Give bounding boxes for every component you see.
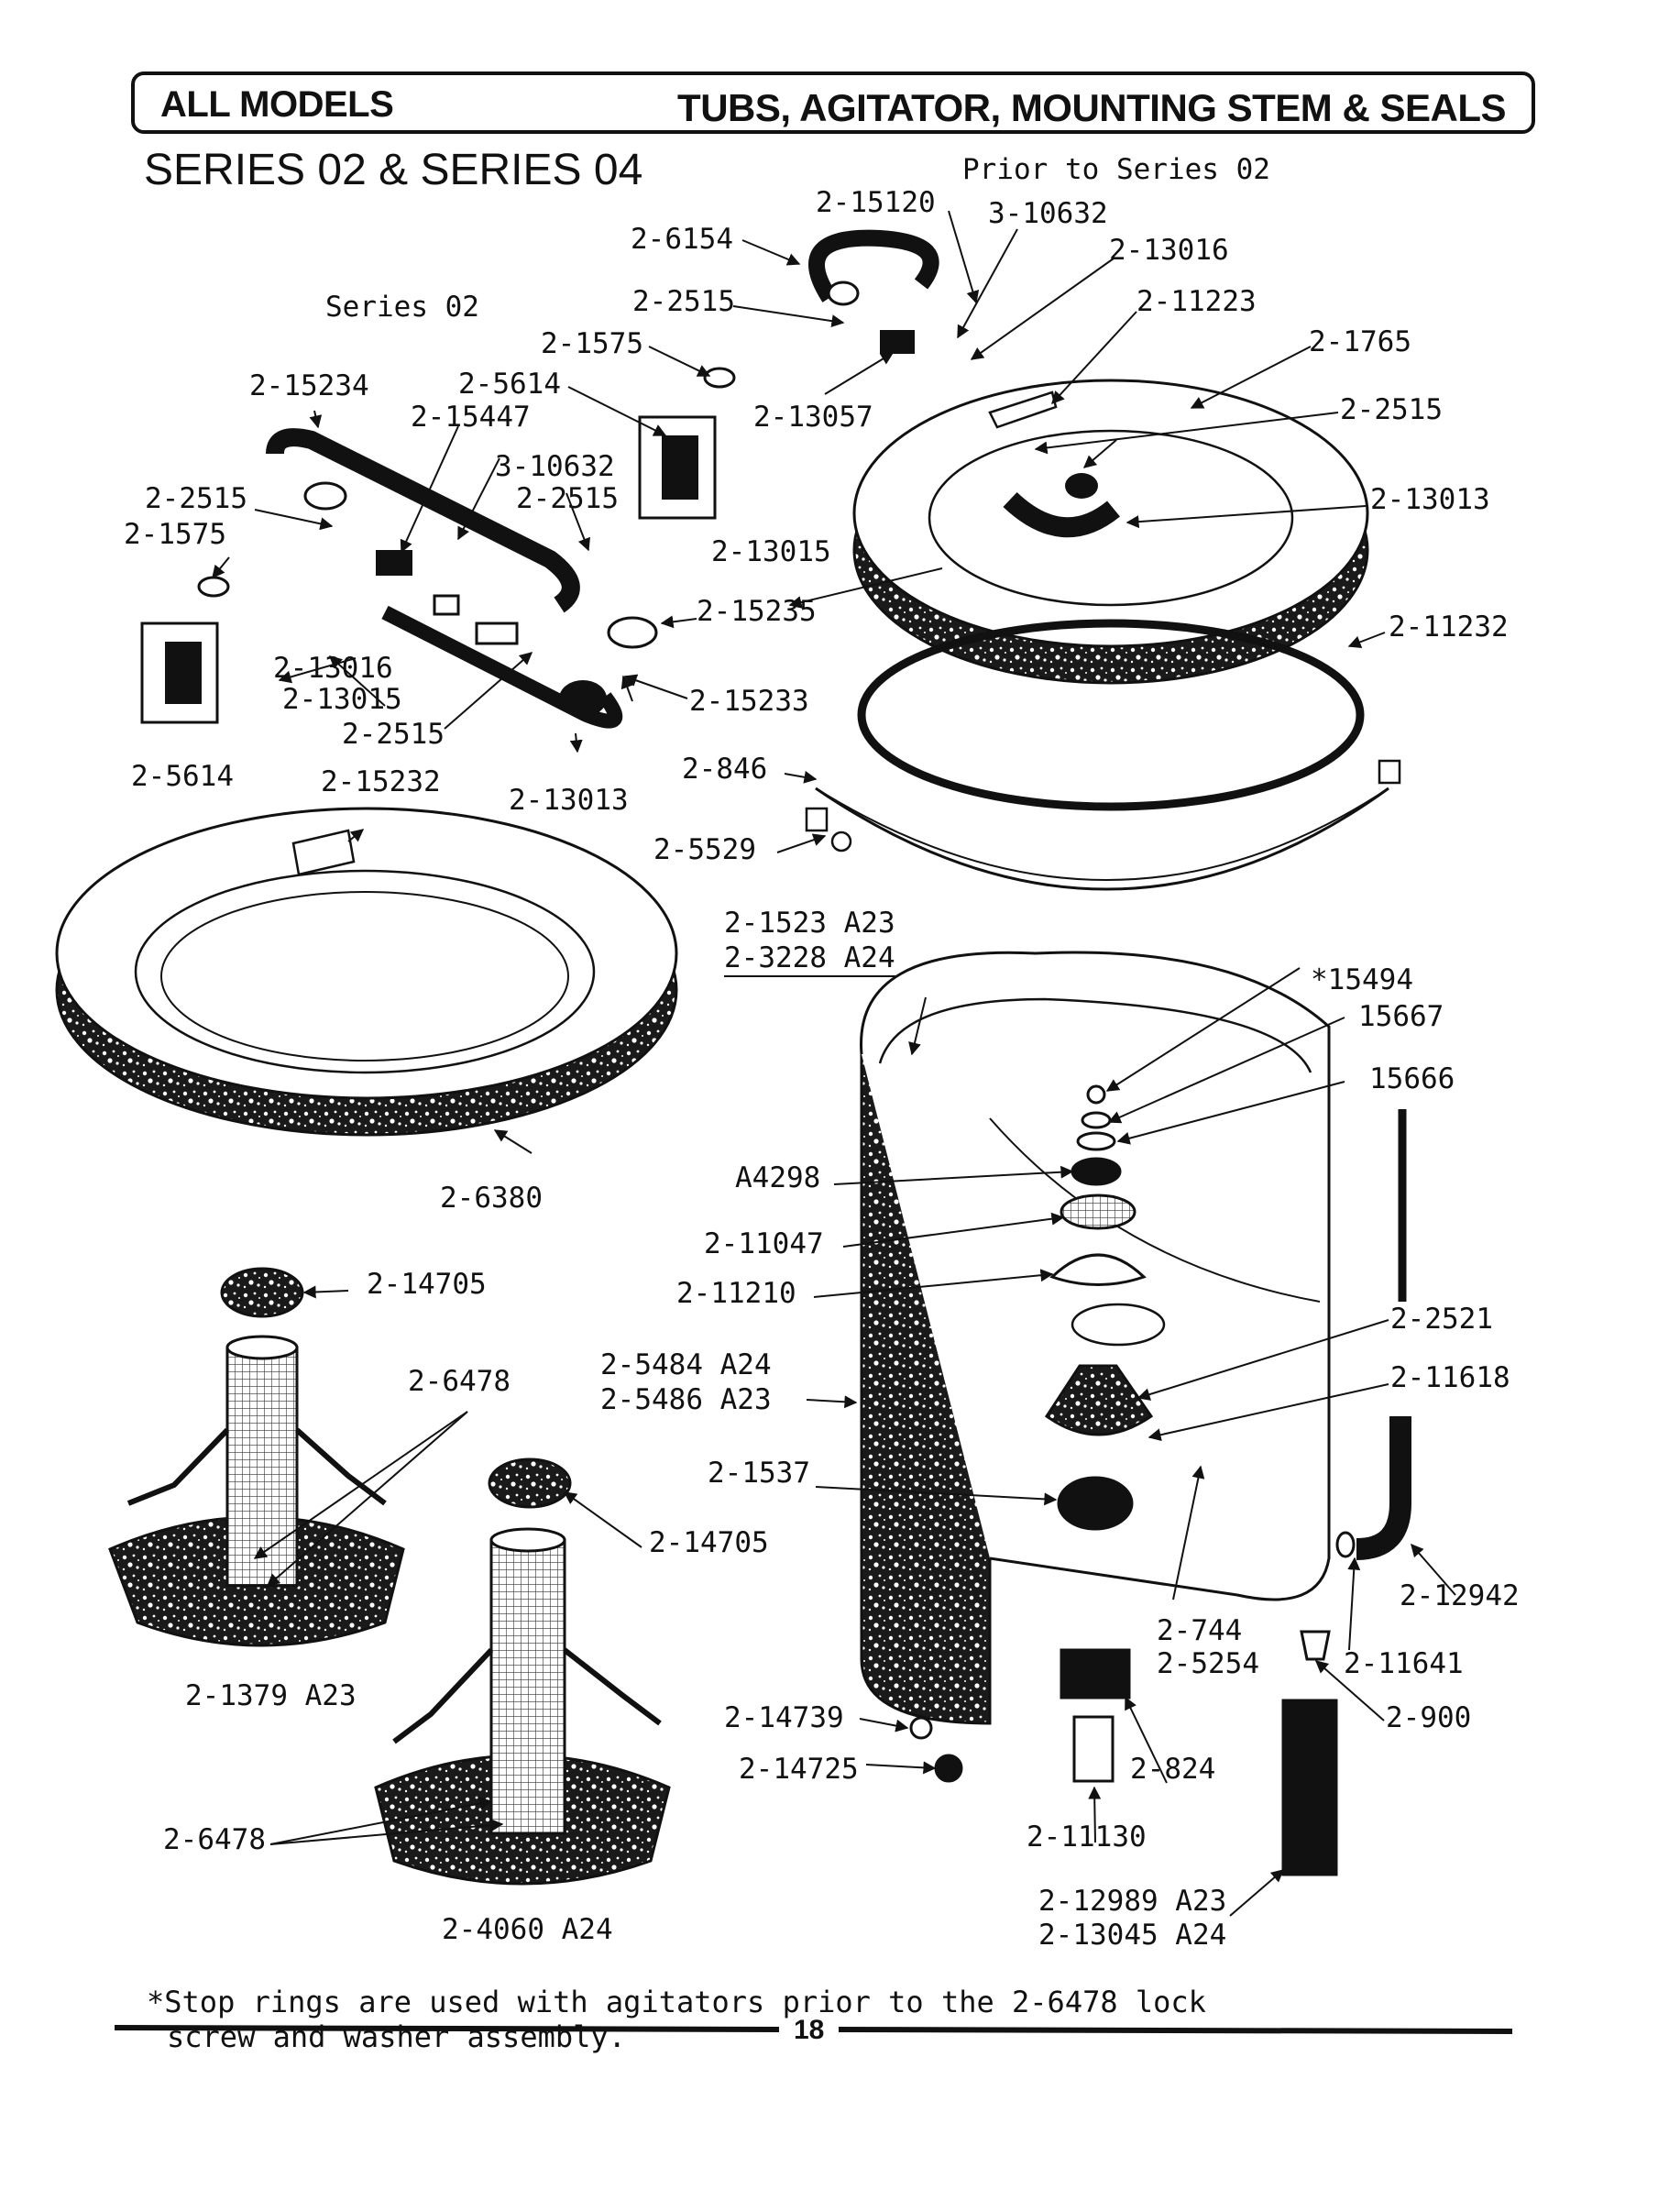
label-2-824: 2-824 <box>1130 1753 1216 1786</box>
label-prior-to-series-02: Prior to Series 02 <box>962 153 1270 186</box>
label-2-5254: 2-5254 <box>1157 1647 1259 1680</box>
label-2-12942: 2-12942 <box>1400 1579 1520 1612</box>
agitator-2-1379-a23 <box>108 1335 405 1647</box>
label-2-14705-top: 2-14705 <box>367 1268 487 1301</box>
footnote: *Stop rings are used with agitators prio… <box>147 1985 1206 2055</box>
label-2-15447: 2-15447 <box>411 401 531 434</box>
label-2-11210: 2-11210 <box>676 1277 796 1310</box>
label-a4298: A4298 <box>735 1161 821 1194</box>
label-15667: 15667 <box>1358 1000 1444 1033</box>
clamp-band-2-846 <box>805 759 1401 891</box>
hose-assembly-prior-series-02 <box>808 229 1120 538</box>
label-2-900: 2-900 <box>1386 1701 1472 1734</box>
label-3-10632-top: 3-10632 <box>988 197 1108 230</box>
agitator-cap-lower-2-14705 <box>488 1458 572 1509</box>
label-2-6478-top: 2-6478 <box>408 1365 511 1398</box>
label-2-1523-a23: 2-1523 A23 <box>724 907 895 940</box>
label-2-15232: 2-15232 <box>321 765 441 798</box>
label-2-2515-top: 2-2515 <box>632 285 735 318</box>
label-2-1575-left: 2-1575 <box>124 518 226 551</box>
label-2-14725: 2-14725 <box>739 1753 859 1786</box>
label-2-11641: 2-11641 <box>1344 1647 1464 1680</box>
label-2-5486-a23: 2-5486 A23 <box>600 1383 772 1416</box>
agitator-2-4060-a24 <box>374 1527 671 1886</box>
page-number: 18 <box>794 2015 825 2045</box>
drain-plug-parts <box>909 1716 963 1783</box>
label-2-14705-mid: 2-14705 <box>649 1526 769 1559</box>
label-2-13013-low: 2-13013 <box>509 784 629 817</box>
label-2-15235: 2-15235 <box>697 595 817 628</box>
label-2-1765: 2-1765 <box>1309 325 1411 358</box>
label-3-10632-mid: 3-10632 <box>495 450 615 483</box>
label-2-2521: 2-2521 <box>1390 1303 1493 1336</box>
label-2-13016-top: 2-13016 <box>1109 234 1229 267</box>
label-2-13057: 2-13057 <box>753 401 873 434</box>
series-title: SERIES 02 & SERIES 04 <box>144 146 643 194</box>
label-2-2515-mid: 2-2515 <box>516 482 619 515</box>
label-2-4060-a24: 2-4060 A24 <box>442 1913 613 1946</box>
footnote-line-1: *Stop rings are used with agitators prio… <box>147 1985 1206 2019</box>
label-2-13015-left: 2-13015 <box>282 683 402 716</box>
leader-lines <box>212 210 1456 1917</box>
label-2-5614-top: 2-5614 <box>458 368 561 401</box>
label-15666: 15666 <box>1369 1062 1455 1095</box>
seal-stack <box>1044 1084 1154 1783</box>
label-2-1537: 2-1537 <box>708 1457 810 1490</box>
label-2-11130: 2-11130 <box>1027 1820 1147 1854</box>
label-series-02: Series 02 <box>325 291 479 324</box>
hose-assembly-series-02 <box>266 428 658 729</box>
header-left-title: ALL MODELS <box>160 84 394 125</box>
label-15494: *15494 <box>1311 963 1413 996</box>
label-2-12989-a23: 2-12989 A23 <box>1038 1885 1227 1918</box>
label-2-6154: 2-6154 <box>631 223 733 256</box>
label-2-11232: 2-11232 <box>1389 610 1509 644</box>
label-2-11047: 2-11047 <box>704 1227 824 1260</box>
label-2-15234: 2-15234 <box>249 369 369 402</box>
tub-cover-2-6380 <box>55 807 678 1137</box>
label-2-1575-top: 2-1575 <box>541 327 643 360</box>
label-2-1379-a23: 2-1379 A23 <box>185 1679 357 1712</box>
water-valve-series-02 <box>140 576 230 724</box>
label-2-15233: 2-15233 <box>689 685 809 718</box>
label-2-2515-right: 2-2515 <box>1340 393 1443 426</box>
header-right-title: TUBS, AGITATOR, MOUNTING STEM & SEALS <box>677 86 1506 129</box>
label-2-13016-left: 2-13016 <box>273 652 393 685</box>
label-2-6380: 2-6380 <box>440 1182 543 1215</box>
label-2-13045-a24: 2-13045 A24 <box>1038 1919 1227 1952</box>
label-2-3228-a24: 2-3228 A24 <box>724 941 895 977</box>
label-2-2515-low: 2-2515 <box>342 718 445 751</box>
tub-seal-ring-2-11232 <box>857 619 1365 811</box>
label-2-5529: 2-5529 <box>653 833 756 866</box>
label-2-11618: 2-11618 <box>1390 1361 1510 1394</box>
label-2-11223: 2-11223 <box>1136 285 1257 318</box>
label-2-15120: 2-15120 <box>816 186 936 219</box>
label-2-14739: 2-14739 <box>724 1701 844 1734</box>
drain-hose-and-tube <box>1281 1109 1411 1876</box>
header-banner: ALL MODELS TUBS, AGITATOR, MOUNTING STEM… <box>131 72 1535 134</box>
label-2-13013-right: 2-13013 <box>1370 483 1490 516</box>
label-2-6478-low: 2-6478 <box>163 1823 266 1856</box>
label-2-2515-left: 2-2515 <box>145 482 247 515</box>
label-2-13015-right: 2-13015 <box>711 535 831 568</box>
agitator-cap-upper-2-14705 <box>220 1267 304 1318</box>
label-2-846: 2-846 <box>682 753 768 786</box>
label-2-5484-a24: 2-5484 A24 <box>600 1348 772 1381</box>
label-2-744: 2-744 <box>1157 1614 1243 1647</box>
label-2-5614-left: 2-5614 <box>131 760 234 793</box>
